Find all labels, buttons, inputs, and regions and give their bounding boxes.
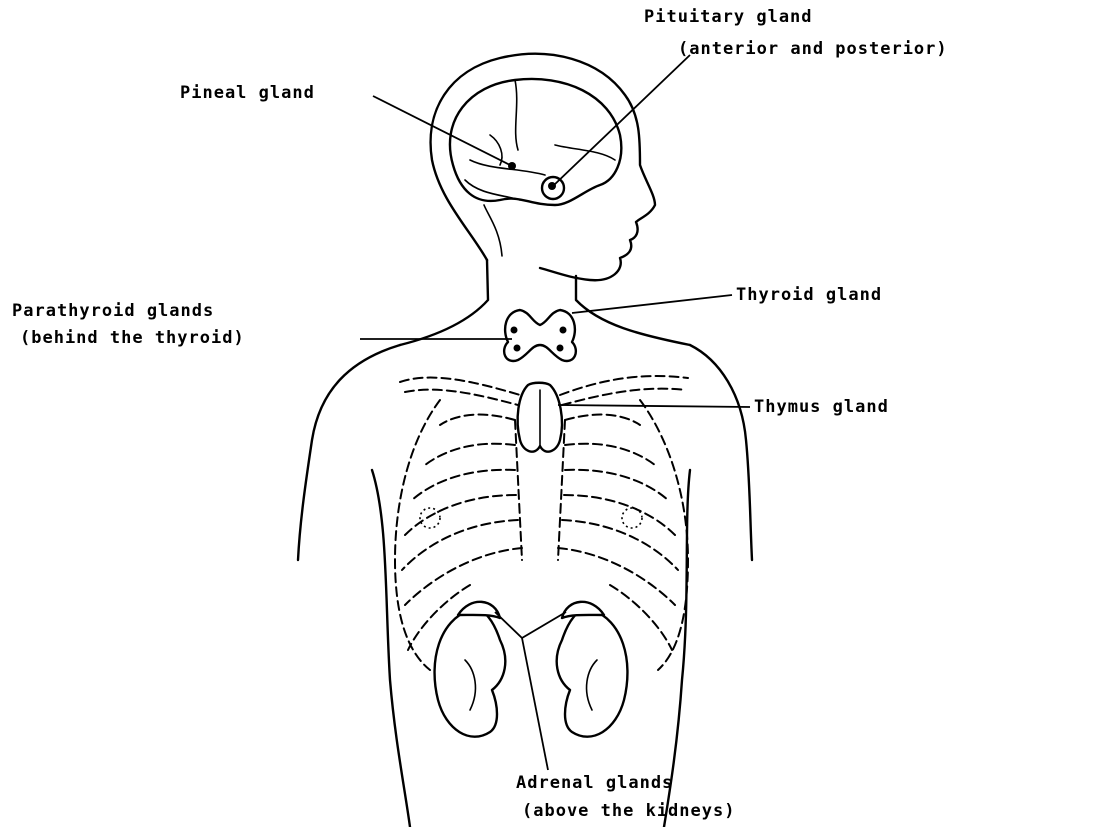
parathyroid-label-line1: Parathyroid glands — [12, 300, 214, 322]
left-nipple — [420, 508, 440, 528]
adrenal-label-line2: (above the kidneys) — [522, 800, 735, 822]
brain — [450, 79, 621, 205]
pituitary-label-line1: Pituitary gland — [644, 6, 813, 28]
left-kidney-shape — [435, 602, 506, 737]
thyroid-label: Thyroid gland — [736, 284, 882, 306]
pineal-label: Pineal gland — [180, 82, 315, 104]
pituitary-gland-mark — [542, 177, 564, 199]
thymus-label: Thymus gland — [754, 396, 889, 418]
right-kidney-shape — [557, 602, 628, 737]
pineal-gland-mark — [508, 162, 516, 170]
thyroid-gland-shape — [504, 310, 576, 361]
adrenal-label-line1: Adrenal glands — [516, 772, 673, 794]
thymus-gland-shape — [518, 383, 562, 452]
pituitary-label-line2: (anterior and posterior) — [678, 38, 948, 60]
parathyroid-label-line2: (behind the thyroid) — [20, 327, 245, 349]
